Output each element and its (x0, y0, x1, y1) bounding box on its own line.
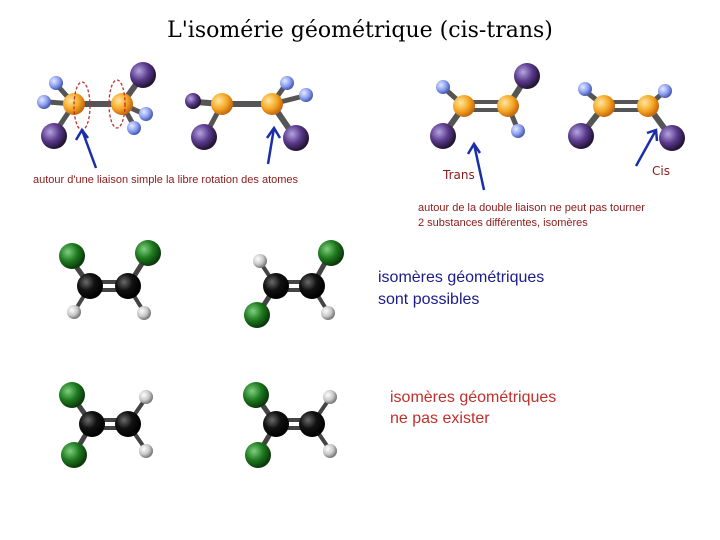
page-title: L'isomérie géométrique (cis-trans) (167, 18, 553, 43)
dichloroethene-model-b (244, 240, 344, 328)
isomers-not-exist-line2: ne pas exister (390, 410, 490, 427)
pointer-arrow-icon (466, 128, 659, 191)
trans-molecule (430, 63, 540, 149)
pointer-arrow-icon (74, 125, 282, 169)
double-bond-caption-line2: 2 substances différentes, isomères (418, 217, 588, 229)
cis-label: Cis (652, 164, 670, 178)
trans-label: Trans (443, 168, 475, 182)
isomers-possible-line2: sont possibles (378, 291, 480, 308)
single-bond-caption: autour d'une liaison simple la libre rot… (33, 174, 299, 186)
isomers-possible-line1: isomères géométriques (378, 269, 545, 286)
single-bond-molecule-rotating (37, 62, 156, 149)
dichloroethene-model-c (59, 382, 153, 468)
double-bond-caption-line1: autour de la double liaison ne peut pas … (418, 202, 645, 214)
cis-molecule (568, 82, 685, 151)
rotation-arrow-icon (108, 79, 126, 129)
dichloroethene-model-a (59, 240, 161, 320)
isomers-not-exist-line1: isomères géométriques (390, 389, 557, 406)
dichloroethene-model-d (243, 382, 337, 468)
single-bond-molecule (185, 76, 313, 151)
